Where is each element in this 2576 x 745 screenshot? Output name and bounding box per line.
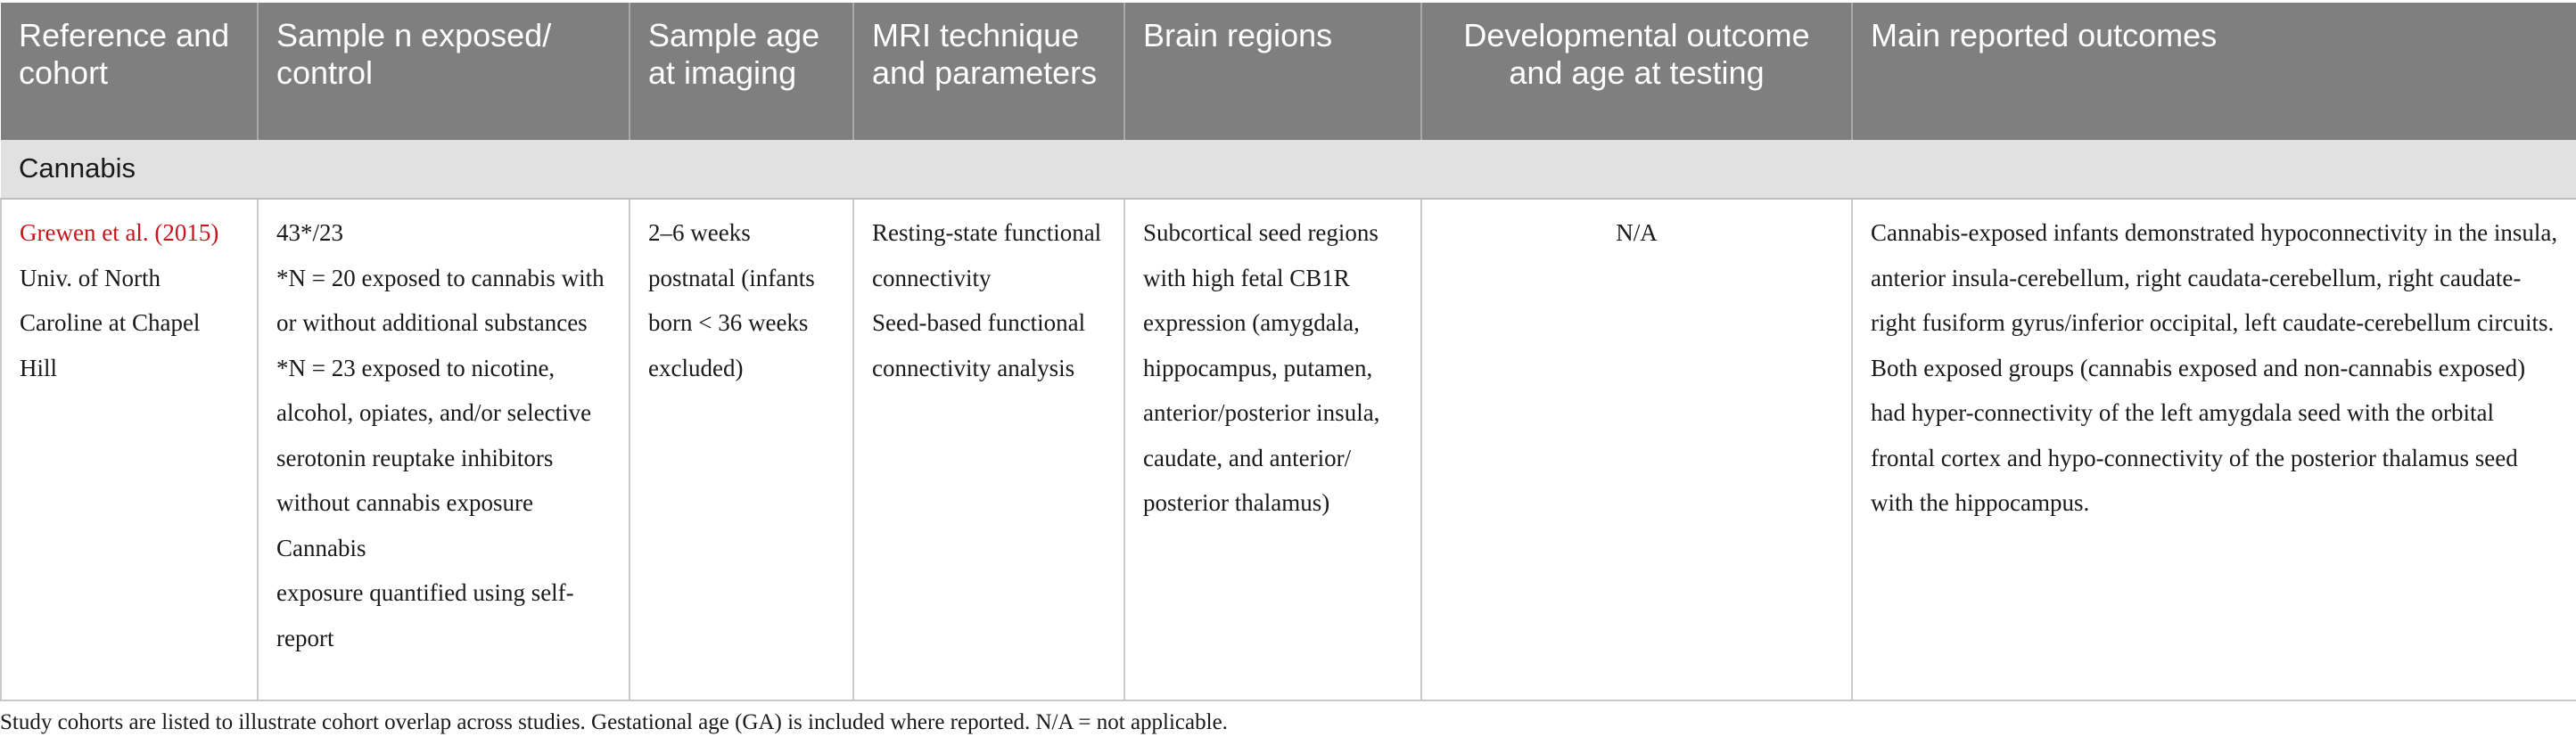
outcome-paragraph: Both exposed groups (cannabis exposed an… <box>1871 354 2526 517</box>
header-mri-technique: MRI technique and parameters <box>853 3 1125 140</box>
header-developmental-outcome: Developmental outcome and age at testing <box>1421 3 1853 140</box>
cell-mri-technique: Resting-state functional connectivity Se… <box>853 199 1125 701</box>
outcome-paragraph: Cannabis-exposed infants demonstrated hy… <box>1871 219 2558 336</box>
cell-brain-regions: Subcortical seed regions with high fetal… <box>1124 199 1422 701</box>
header-brain-regions: Brain regions <box>1124 3 1422 140</box>
sample-n-detail: *N = 20 exposed to cannabis with or with… <box>276 264 605 337</box>
header-main-outcomes: Main reported outcomes <box>1852 3 2576 140</box>
sample-n-value: 43*/23 <box>276 219 344 246</box>
section-row: Cannabis <box>1 140 2576 200</box>
cell-developmental-outcome: N/A <box>1421 199 1853 701</box>
cohort-text: Univ. of North Caroline at Chapel Hill <box>20 264 201 381</box>
sample-n-detail: Cannabis <box>276 534 366 561</box>
sample-n-detail: *N = 23 exposed to nicotine, alcohol, op… <box>276 354 592 517</box>
header-row: Reference and cohort Sample n exposed/ c… <box>1 3 2576 140</box>
table-footnote: Study cohorts are listed to illustrate c… <box>0 710 1228 734</box>
cell-sample-age: 2–6 weeks postnatal (infants born < 36 w… <box>630 199 854 701</box>
reference-link[interactable]: Grewen et al. (2015) <box>20 219 219 246</box>
header-sample-n: Sample n exposed/ control <box>258 3 630 140</box>
table-row: Grewen et al. (2015) Univ. of North Caro… <box>0 199 2576 701</box>
section-label: Cannabis <box>1 140 2576 200</box>
header-reference-cohort: Reference and cohort <box>1 3 259 140</box>
mri-analysis-text: Seed-based functional connectivity analy… <box>872 309 1086 381</box>
mri-technique-text: Resting-state functional connectivity <box>872 219 1102 291</box>
sample-n-detail: exposure quantified using self-report <box>276 579 574 651</box>
study-table: Reference and cohort Sample n exposed/ c… <box>0 3 2576 701</box>
cell-sample-n: 43*/23 *N = 20 exposed to cannabis with … <box>258 199 630 701</box>
cell-main-outcomes: Cannabis-exposed infants demonstrated hy… <box>1852 199 2576 701</box>
cell-reference-cohort: Grewen et al. (2015) Univ. of North Caro… <box>0 199 259 701</box>
header-sample-age: Sample age at imaging <box>630 3 854 140</box>
